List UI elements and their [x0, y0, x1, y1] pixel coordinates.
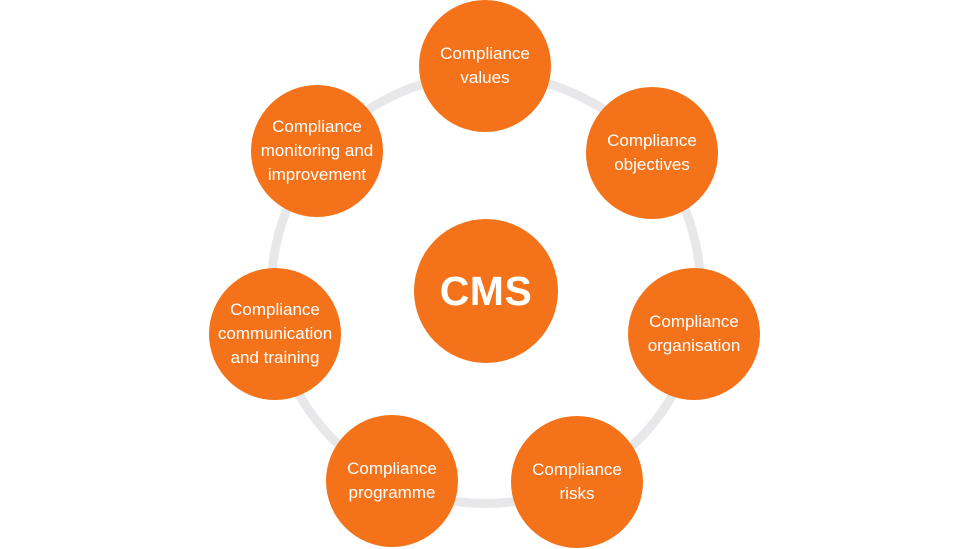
- node-label: Compliance monitoring and improvement: [260, 117, 374, 184]
- node-label: Compliance organisation: [647, 312, 741, 355]
- node-compliance-objectives: Compliance objectives: [586, 87, 718, 219]
- node-cms-center: CMS: [414, 219, 558, 363]
- node-compliance-organisation: Compliance organisation: [628, 268, 760, 400]
- node-label: Compliance risks: [532, 460, 622, 503]
- node-label: Compliance communication and training: [217, 300, 333, 367]
- cms-label: CMS: [439, 267, 533, 314]
- node-label: Compliance values: [440, 44, 530, 87]
- node-compliance-monitoring-and-improvement: Compliance monitoring and improvement: [251, 85, 383, 217]
- node-compliance-programme: Compliance programme: [326, 415, 458, 547]
- node-compliance-risks: Compliance risks: [511, 416, 643, 548]
- node-compliance-communication-and-training: Compliance communication and training: [209, 268, 341, 400]
- node-compliance-values: Compliance values: [419, 0, 551, 132]
- node-label: Compliance programme: [347, 459, 437, 502]
- node-label: Compliance objectives: [607, 131, 697, 174]
